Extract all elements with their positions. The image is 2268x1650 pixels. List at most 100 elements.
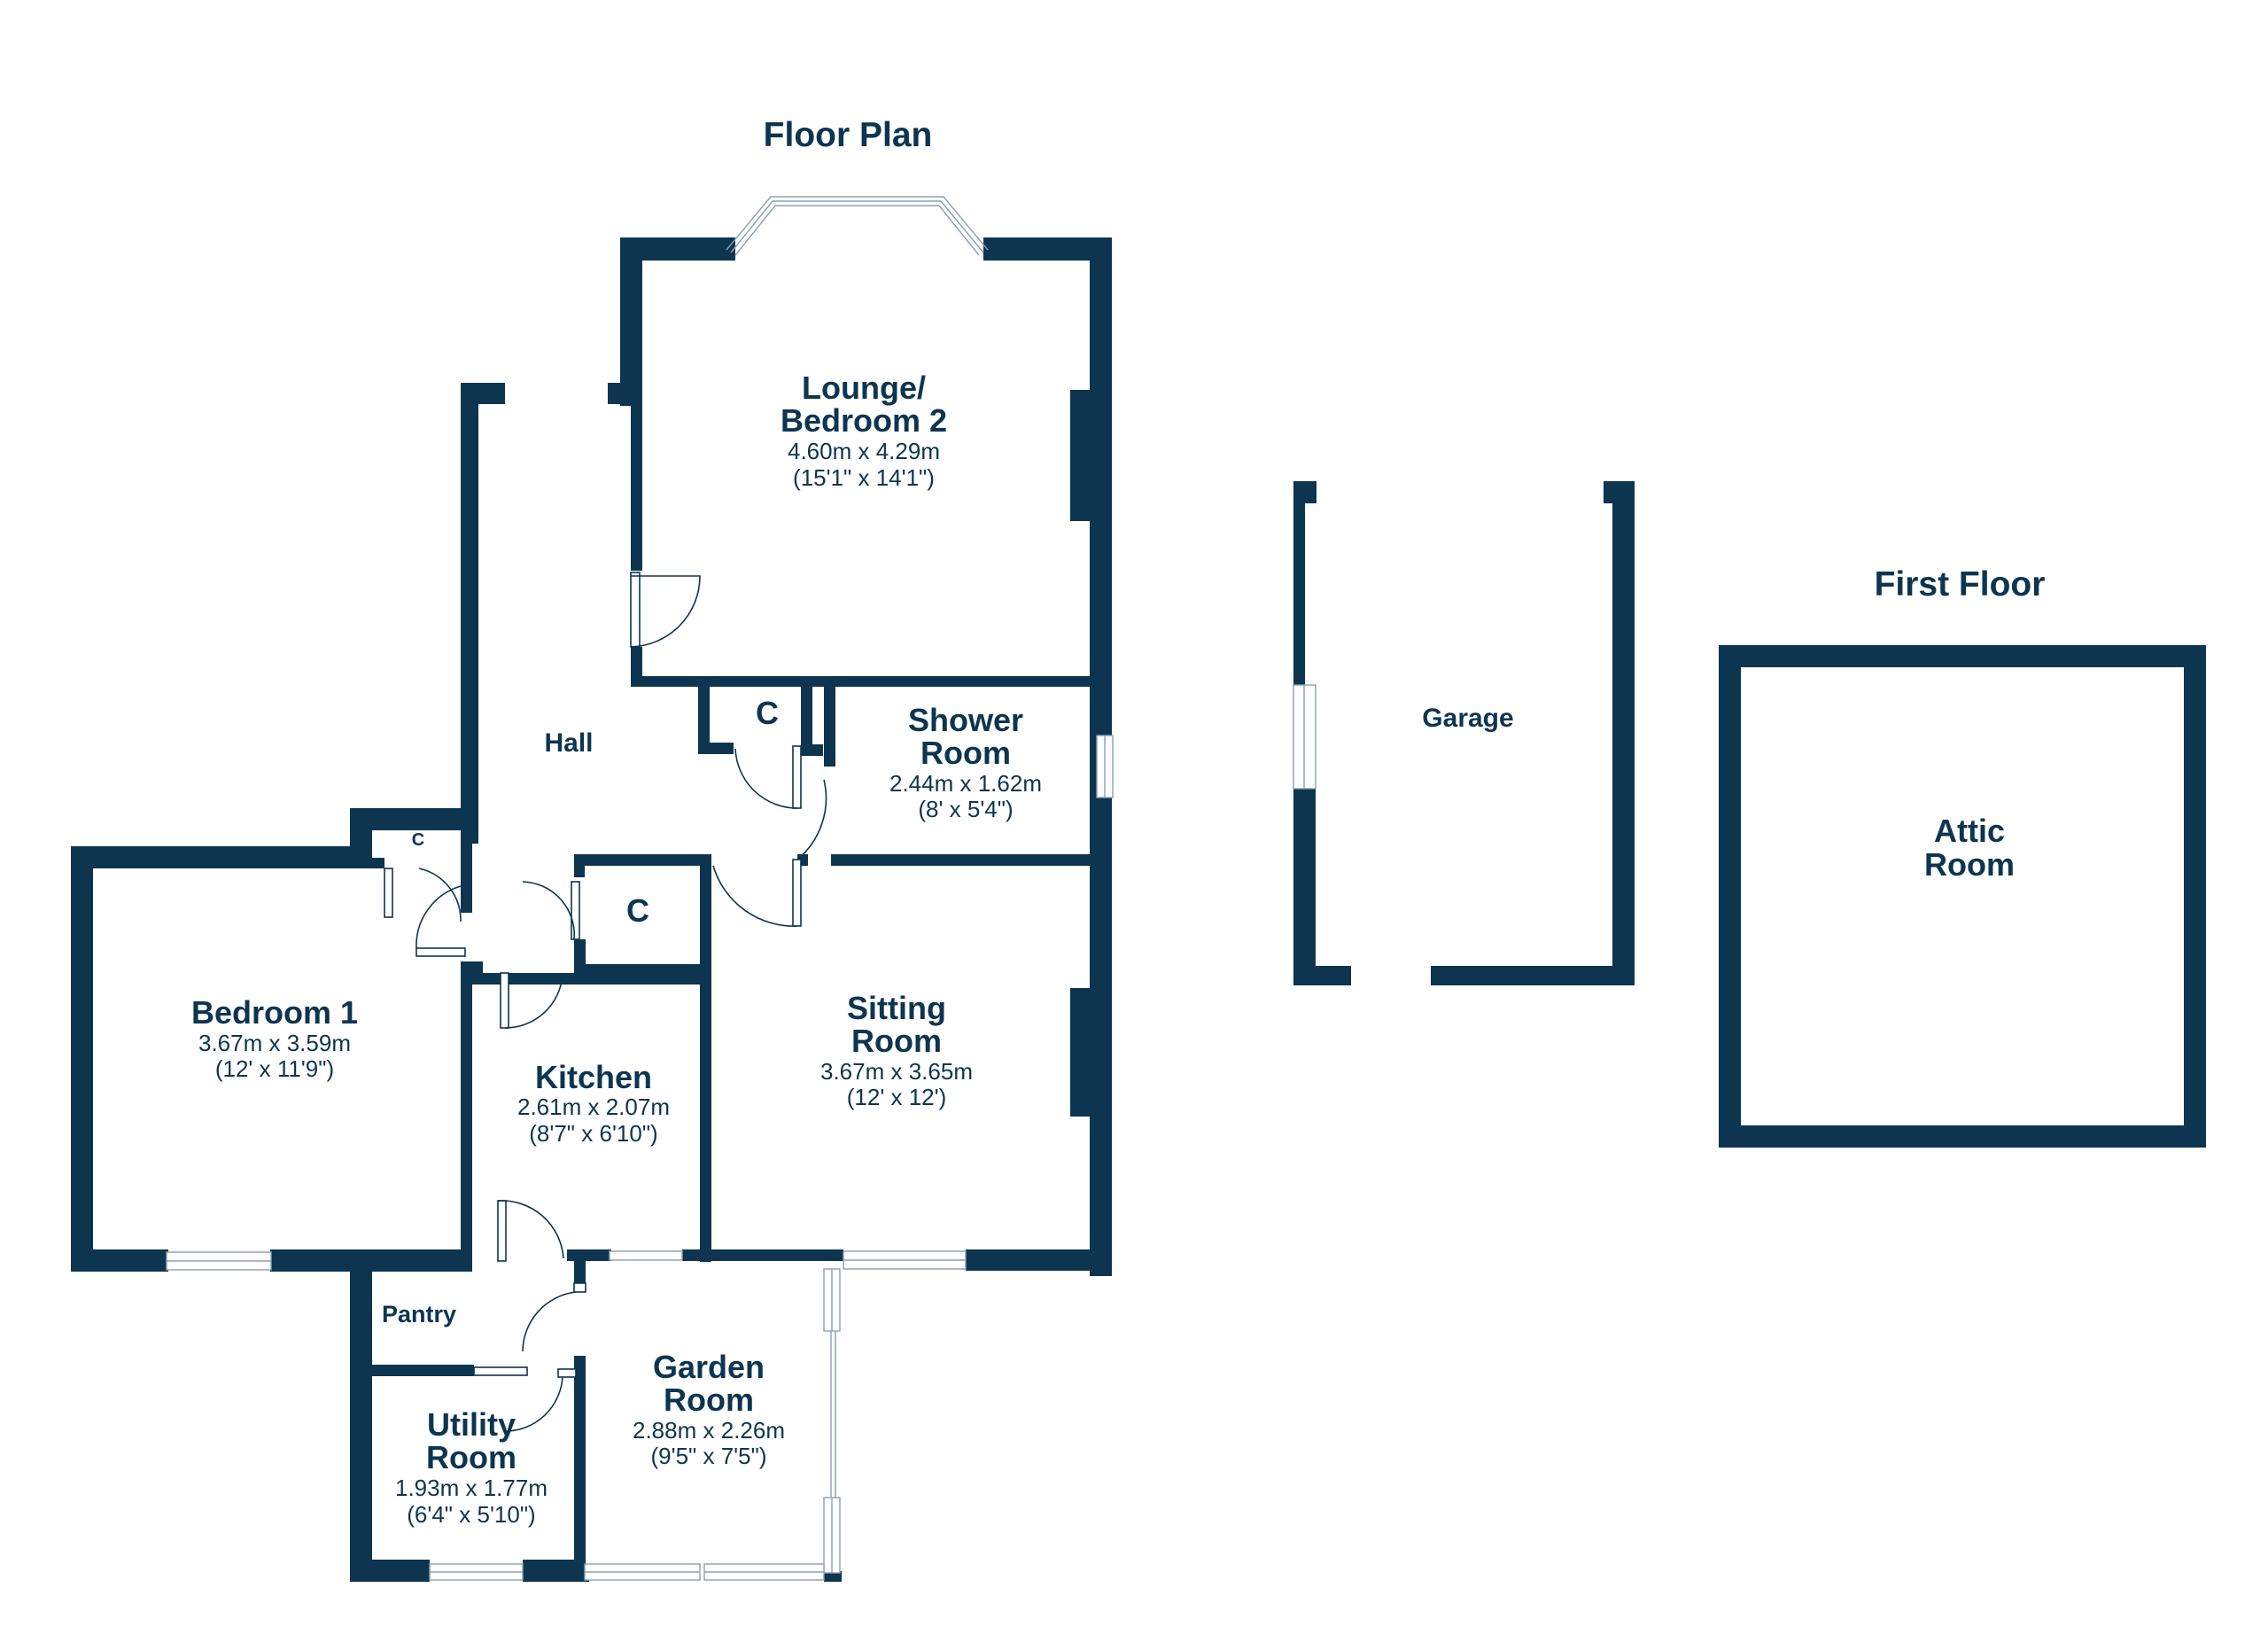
- cupboard-c1-bottom: [698, 743, 734, 754]
- kitchen-bottom-door-leaf: [497, 1200, 507, 1262]
- bedroom1-wall-bottom-left: [71, 1249, 168, 1272]
- garden-door-leaf: [573, 1282, 586, 1293]
- cupboard-c3-right-jamb: [461, 867, 472, 886]
- walls: [71, 237, 2206, 1582]
- sitting-wall-bottom-left: [700, 1249, 843, 1261]
- kitchen-metric: 2.61m x 2.07m: [517, 1094, 670, 1120]
- doors: [384, 572, 827, 1432]
- shower-metric: 2.44m x 1.62m: [889, 770, 1042, 797]
- cupboard-c1-left: [698, 687, 710, 753]
- lounge-name-1: Lounge/: [802, 370, 926, 406]
- garage-wall-bottom-left: [1293, 966, 1351, 985]
- shower-door-leaf: [792, 859, 802, 927]
- attic-wall-top: [1719, 645, 2206, 667]
- utility-name-1: Utility: [427, 1406, 516, 1443]
- c2-door-leaf: [571, 881, 580, 940]
- utility-door-leaf: [473, 1366, 528, 1376]
- lounge-wall-left-stub: [608, 383, 642, 404]
- garden-imperial: (9'5" x 7'5"): [651, 1443, 767, 1469]
- hall-name: Hall: [544, 728, 593, 758]
- bedroom1-wall-top: [71, 846, 354, 868]
- floor-plan-title: Floor Plan: [764, 116, 933, 154]
- kitchen-imperial: (8'7" x 6'10"): [529, 1120, 657, 1147]
- bedroom1-wall-right: [461, 961, 472, 1272]
- first-floor-title: First Floor: [1875, 565, 2046, 603]
- shower-door-swing: [796, 779, 827, 860]
- lounge-chimney: [1070, 390, 1097, 521]
- kitchen-bottom-door-swing: [497, 1200, 564, 1259]
- bedroom1-door-swing: [416, 885, 462, 949]
- garage-wall-right: [1612, 481, 1635, 985]
- garage-name: Garage: [1422, 704, 1513, 733]
- utility-wall-bottom-right: [523, 1560, 585, 1582]
- kitchen-name: Kitchen: [535, 1059, 652, 1095]
- kitchen-wall-bottom-right: [682, 1249, 709, 1261]
- pantry-name: Pantry: [382, 1301, 456, 1327]
- labels: Floor Plan First Floor Lounge/ Bedroom 2…: [191, 116, 2045, 1528]
- attic-wall-left: [1719, 645, 1741, 1148]
- bay-window-inner: [734, 205, 980, 256]
- lounge-name-2: Bedroom 2: [781, 402, 947, 439]
- hall-bottom-jamb: [574, 854, 585, 877]
- garage-wall-bottom-right: [1431, 966, 1635, 985]
- sitting-door-swing: [712, 865, 798, 927]
- lounge-door-swing: [630, 575, 701, 648]
- utility-name-2: Room: [426, 1439, 517, 1475]
- bay-window-outer: [726, 196, 989, 251]
- hall-wall-top-stub: [461, 383, 505, 404]
- garden-name-2: Room: [664, 1381, 754, 1418]
- attic-name-1: Attic: [1934, 813, 2005, 849]
- windows: [166, 196, 1317, 1581]
- utility-door-swing: [504, 1375, 563, 1432]
- c3-door-leaf: [384, 868, 393, 918]
- lounge-wall-bottom: [631, 676, 1100, 687]
- c1-door-swing: [734, 748, 798, 809]
- lounge-wall-left-upper: [620, 237, 642, 406]
- shower-name-1: Shower: [908, 702, 1023, 738]
- kitchen-wall-top-jamb: [461, 961, 483, 973]
- cupboard-c1-door-stub: [801, 744, 823, 756]
- garden-door-jamb: [574, 1261, 586, 1286]
- cupboard-c1-right: [801, 687, 812, 753]
- cupboard-c2-bottom: [574, 964, 700, 976]
- kitchen-door-swing: [504, 974, 563, 1029]
- utility-wall-bottom-left: [350, 1560, 430, 1582]
- cupboard-c2-label: C: [626, 892, 649, 929]
- lounge-wall-left-lower: [631, 404, 642, 571]
- sitting-metric: 3.67m x 3.65m: [820, 1058, 973, 1085]
- shower-wall-left: [824, 687, 835, 767]
- pantry-wall-left: [350, 1261, 372, 1580]
- bedroom1-name: Bedroom 1: [191, 994, 358, 1031]
- attic-wall-bottom: [1719, 1125, 2206, 1148]
- garage-wall-left-top: [1293, 481, 1305, 685]
- utility-wall-right: [574, 1356, 586, 1582]
- sitting-imperial: (12' x 12'): [847, 1084, 947, 1110]
- bedroom1-metric: 3.67m x 3.59m: [198, 1030, 351, 1056]
- cupboard-c3-jamb: [372, 858, 384, 868]
- shower-imperial: (8' x 5'4"): [918, 796, 1013, 822]
- hall-bottom-stub: [574, 854, 700, 866]
- sitting-name-1: Sitting: [847, 990, 946, 1026]
- garden-metric: 2.88m x 2.26m: [633, 1417, 785, 1444]
- cupboard-c3-label: C: [412, 830, 424, 850]
- shower-wall-bottom: [831, 854, 1101, 866]
- attic-name-2: Room: [1924, 846, 2015, 883]
- kitchen-wall-top: [472, 973, 700, 985]
- utility-imperial: (6'4" x 5'10"): [407, 1501, 535, 1528]
- bedroom1-wall-left: [71, 846, 93, 1272]
- garden-name-1: Garden: [653, 1349, 765, 1385]
- utility-door-leaf-2: [557, 1368, 577, 1378]
- garage-wall-right-cap: [1604, 481, 1635, 503]
- bay-window-mid: [730, 200, 984, 253]
- cupboard-c3-left: [350, 808, 372, 868]
- cupboard-c2-left: [574, 939, 586, 968]
- lounge-door-leaf: [630, 572, 641, 648]
- shower-name-2: Room: [920, 735, 1011, 771]
- garden-wall-bottom-right: [824, 1571, 842, 1582]
- kitchen-door-leaf: [500, 972, 509, 1029]
- c1-door-leaf: [792, 745, 802, 809]
- lounge-imperial: (15'1" x 14'1"): [793, 464, 935, 491]
- lounge-metric: 4.60m x 4.29m: [788, 438, 940, 464]
- c2-door-swing: [522, 881, 576, 940]
